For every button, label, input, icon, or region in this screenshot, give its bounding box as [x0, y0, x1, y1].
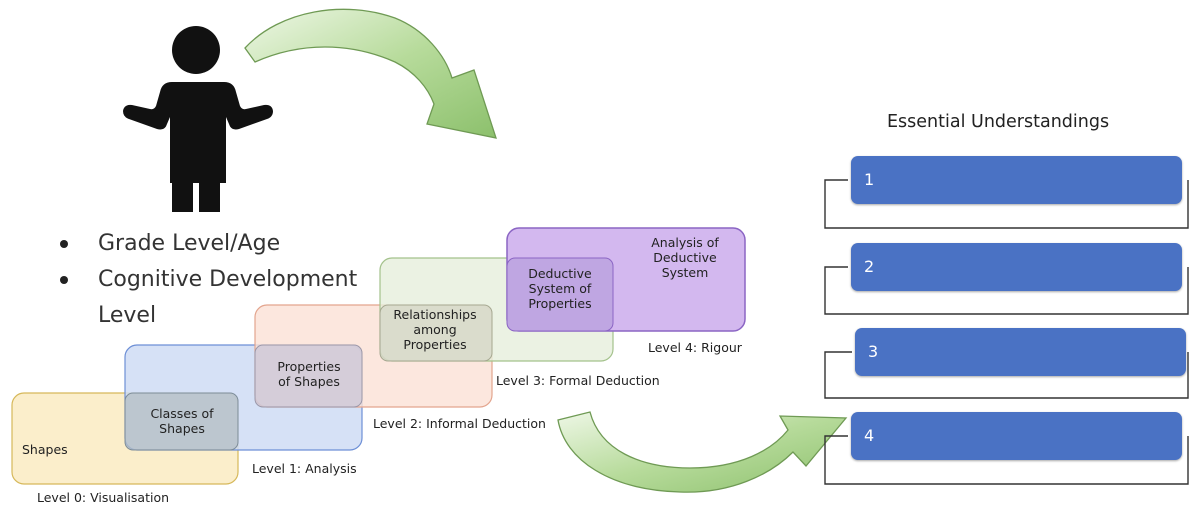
bullet-text: Cognitive Development	[98, 267, 358, 292]
bullet-dot	[60, 276, 68, 284]
eu-number: 1	[864, 170, 875, 189]
level-0-box-text: Shapes	[22, 442, 68, 457]
overlap-3-4	[506, 257, 614, 332]
level-1-box-text: Classes of Shapes	[150, 406, 214, 436]
bullet-item: Grade Level/Age	[52, 226, 357, 262]
eu-number: 4	[864, 426, 875, 445]
person-icon	[123, 26, 273, 212]
level-boxes	[11, 227, 746, 485]
level-2-box-text: Properties of Shapes	[277, 359, 341, 389]
level-4-label: Level 4: Rigour	[648, 340, 742, 355]
level-3-label: Level 3: Formal Deduction	[496, 373, 660, 388]
eu-number: 3	[868, 342, 879, 361]
bullet-dot	[60, 240, 68, 248]
overlap-2-3	[379, 304, 493, 362]
bullet-text-continued: Level	[98, 303, 157, 328]
bullet-text: Grade Level/Age	[98, 231, 281, 256]
essential-understanding-box-2: 2	[851, 243, 1182, 291]
essential-understanding-box-1: 1	[851, 156, 1182, 204]
bullet-item: Cognitive Development	[52, 262, 357, 298]
eu-number: 2	[864, 257, 875, 276]
overlap-0-1	[124, 392, 239, 451]
person-bullet-list: Grade Level/Age Cognitive Development Le…	[52, 226, 357, 334]
level-4-overlap-text: Deductive System of Properties	[528, 266, 592, 311]
curved-arrow-icon	[244, 8, 497, 139]
essential-understandings-title: Essential Understandings	[887, 112, 1110, 132]
essential-understanding-box-3: 3	[855, 328, 1186, 376]
overlap-1-2	[254, 344, 363, 408]
level-0-label: Level 0: Visualisation	[37, 490, 170, 505]
curved-arrow-icon	[557, 411, 848, 493]
level-4-box-text: Analysis of Deductive System	[651, 235, 719, 280]
level-3-box-text: Relationships among Properties	[393, 307, 477, 352]
essential-understanding-box-4: 4	[851, 412, 1182, 460]
level-1-label: Level 1: Analysis	[252, 461, 357, 476]
level-2-label: Level 2: Informal Deduction	[373, 416, 546, 431]
eu-brackets	[824, 179, 1189, 485]
